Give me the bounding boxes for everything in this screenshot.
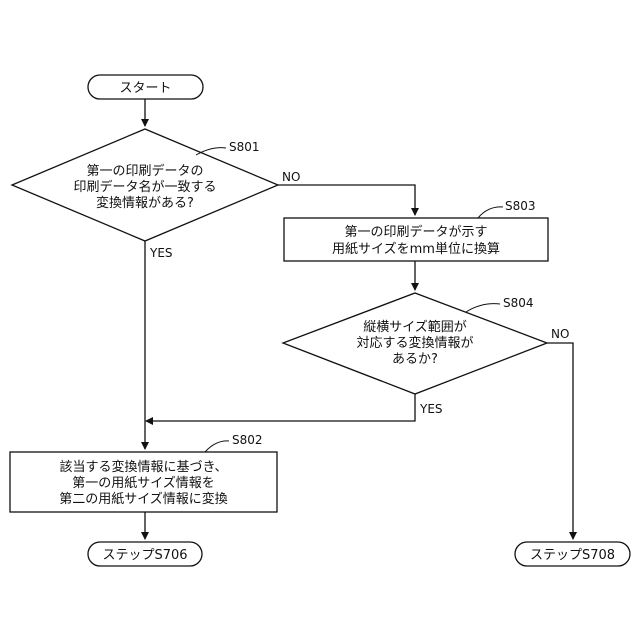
end-terminal-s706: ステップS706 — [88, 542, 202, 566]
s803-line-1: 第一の印刷データが示す — [344, 224, 487, 240]
s803-step-leader — [478, 207, 503, 218]
s803-line-2: 用紙サイズをmm単位に換算 — [332, 241, 500, 257]
s706-label: ステップS706 — [102, 548, 187, 563]
s802-step-label: S802 — [232, 433, 263, 447]
end-terminal-s708: ステップS708 — [515, 542, 630, 566]
s804-line-1: 縦横サイズ範囲が — [363, 319, 467, 335]
process-s803: 第一の印刷データが示す 用紙サイズをmm単位に換算 — [284, 218, 548, 261]
edge-s804-yes-to-s802 — [146, 394, 415, 421]
s801-line-2: 印刷データ名が一致する — [73, 179, 216, 195]
s802-line-1: 該当する変換情報に基づき、 — [59, 459, 227, 475]
s804-step-leader — [466, 304, 500, 312]
s801-line-1: 第一の印刷データの — [86, 163, 203, 179]
s802-line-2: 第一の用紙サイズ情報を — [72, 475, 215, 491]
s802-line-3: 第二の用紙サイズ情報に変換 — [59, 491, 228, 507]
s804-yes-label: YES — [419, 402, 443, 416]
s804-line-2: 対応する変換情報が — [356, 335, 473, 351]
s801-line-3: 変換情報がある? — [96, 195, 194, 211]
s803-step-label: S803 — [505, 199, 536, 213]
edge-s804-no-to-s708 — [547, 343, 573, 539]
s708-label: ステップS708 — [530, 548, 615, 563]
s801-yes-label: YES — [149, 246, 173, 260]
s801-no-label: NO — [282, 170, 300, 184]
edge-s801-no-to-s803 — [278, 185, 415, 215]
s801-step-label: S801 — [229, 140, 260, 154]
s804-no-label: NO — [551, 327, 569, 341]
start-terminal: スタート — [88, 75, 203, 99]
s804-step-label: S804 — [503, 296, 534, 310]
start-label: スタート — [119, 81, 171, 96]
s802-step-leader — [205, 441, 229, 452]
process-s802: 該当する変換情報に基づき、 第一の用紙サイズ情報を 第二の用紙サイズ情報に変換 — [10, 452, 277, 512]
s804-line-3: あるか? — [392, 352, 438, 367]
